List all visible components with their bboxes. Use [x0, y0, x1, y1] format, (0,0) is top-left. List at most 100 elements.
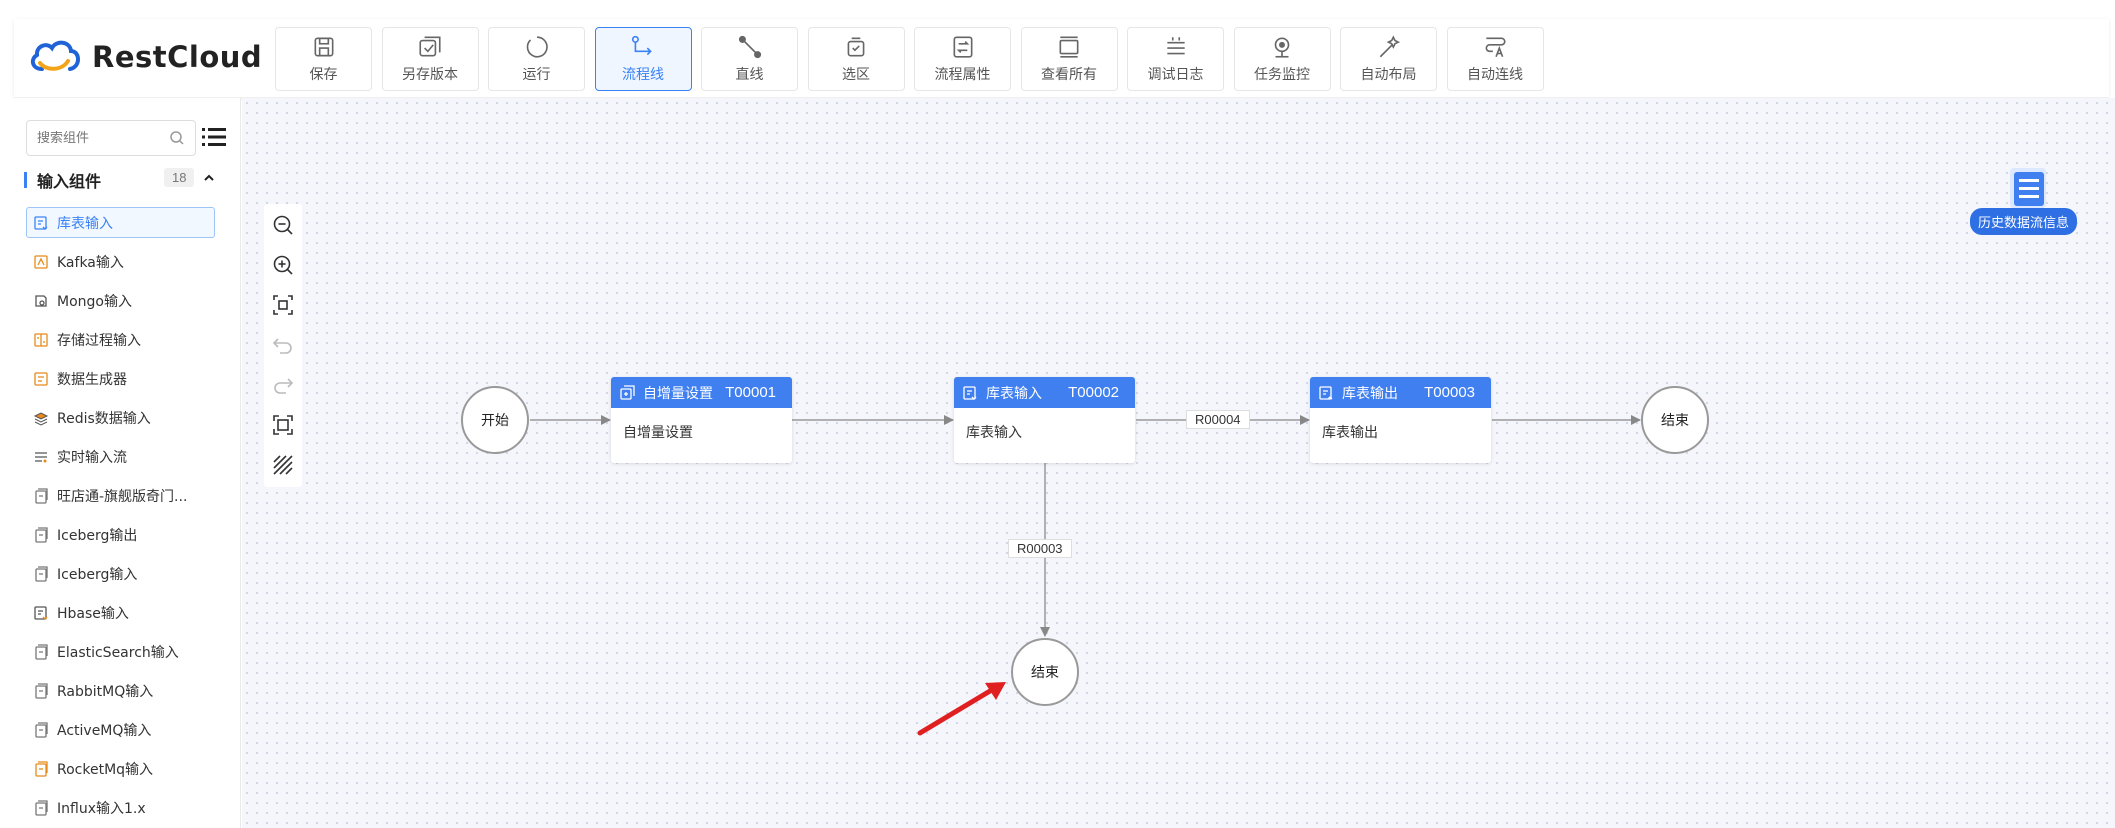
component-item[interactable]: 库表输入 — [26, 207, 215, 238]
increment-icon — [620, 384, 635, 400]
group-accent-bar — [24, 172, 27, 188]
history-dataflow-widget[interactable]: 历史数据流信息 — [1968, 168, 2086, 235]
save-button[interactable]: 保存 — [275, 27, 372, 91]
component-item[interactable]: 数据生成器 — [26, 363, 215, 394]
auto-connect-label: 自动连线 — [1467, 67, 1523, 83]
component-item[interactable]: 实时输入流 — [26, 441, 215, 472]
component-label: Hbase输入 — [57, 605, 129, 622]
component-label: Influx输入1.x — [57, 800, 146, 817]
fit-view-icon[interactable] — [272, 294, 294, 316]
edge-label-r00003[interactable]: R00003 — [1008, 539, 1072, 558]
auto-layout-icon — [1379, 35, 1400, 58]
table-input-icon — [34, 215, 48, 230]
component-item[interactable]: 存储过程输入 — [26, 324, 215, 355]
chevron-up-icon[interactable] — [202, 171, 216, 185]
input-group-header[interactable]: 输入组件 18 — [24, 168, 224, 192]
task-node-t1[interactable]: 自增量设置 T00001 自增量设置 — [611, 377, 792, 463]
component-label: 实时输入流 — [57, 449, 127, 466]
view-all-button[interactable]: 查看所有 — [1020, 27, 1118, 91]
search-input[interactable] — [37, 130, 167, 146]
redo-icon[interactable] — [272, 374, 294, 396]
save-version-button[interactable]: 另存版本 — [381, 27, 479, 91]
component-label: 旺店通-旗舰版奇门... — [57, 488, 188, 505]
run-button[interactable]: 运行 — [488, 27, 585, 91]
task-header: 自增量设置 T00001 — [611, 377, 792, 408]
debug-log-button[interactable]: 调试日志 — [1127, 27, 1224, 91]
search-icon[interactable] — [169, 130, 185, 146]
run-icon — [526, 36, 548, 58]
component-label: Iceberg输入 — [57, 566, 138, 583]
straight-line-button[interactable]: 直线 — [701, 27, 798, 91]
task-body: 库表输出 — [1322, 425, 1378, 441]
end-node[interactable]: 结束 — [1641, 386, 1709, 454]
database-icon — [2010, 168, 2046, 208]
component-label: 数据生成器 — [57, 371, 127, 388]
document-icon — [35, 643, 48, 660]
flow-line-button[interactable]: 流程线 — [594, 27, 692, 91]
zoom-in-icon[interactable] — [272, 254, 294, 276]
component-item[interactable]: Influx输入1.x — [26, 792, 215, 823]
auto-layout-button[interactable]: 自动布局 — [1340, 27, 1437, 91]
task-monitor-button[interactable]: 任务监控 — [1233, 27, 1331, 91]
group-count-badge: 18 — [164, 168, 195, 187]
edge-label-r00004[interactable]: R00004 — [1186, 410, 1250, 429]
task-node-t2[interactable]: 库表输入 T00002 库表输入 — [954, 377, 1135, 463]
component-label: 库表输入 — [57, 215, 113, 232]
stored-procedure-icon — [34, 332, 48, 347]
list-view-icon[interactable] — [202, 126, 226, 148]
realtime-stream-icon — [35, 451, 47, 462]
task-monitor-icon — [1274, 37, 1290, 58]
cloud-logo-icon — [30, 40, 80, 71]
toolbar: 保存 另存版本 运行 流程线 直线 选区 流程属性 查看所有 — [275, 27, 1553, 91]
document-icon — [35, 526, 48, 543]
document-icon — [35, 721, 48, 738]
straight-line-icon — [738, 35, 761, 59]
component-item[interactable]: Kafka输入 — [26, 246, 215, 277]
document-icon — [35, 682, 48, 699]
component-item[interactable]: Iceberg输出 — [26, 519, 215, 550]
task-header: 库表输出 T00003 — [1310, 377, 1491, 408]
auto-connect-button[interactable]: 自动连线 — [1446, 27, 1544, 91]
task-id: T00001 — [725, 384, 776, 401]
component-item[interactable]: ActiveMQ输入 — [26, 714, 215, 745]
task-id: T00002 — [1068, 384, 1119, 401]
component-label: RocketMq输入 — [57, 761, 154, 778]
actual-size-icon[interactable] — [272, 414, 294, 436]
save-version-label: 另存版本 — [402, 67, 458, 83]
component-label: Redis数据输入 — [57, 410, 151, 427]
flow-properties-button[interactable]: 流程属性 — [914, 27, 1011, 91]
grid-toggle-icon[interactable] — [272, 454, 294, 476]
component-label: ElasticSearch输入 — [57, 644, 179, 661]
component-item[interactable]: RocketMq输入 — [26, 753, 215, 784]
component-item[interactable]: Redis数据输入 — [26, 402, 215, 433]
flow-canvas[interactable] — [242, 98, 2115, 828]
task-header: 库表输入 T00002 — [954, 377, 1135, 408]
document-icon — [35, 487, 48, 504]
straight-line-label: 直线 — [735, 67, 764, 83]
selection-button[interactable]: 选区 — [807, 27, 905, 91]
undo-icon[interactable] — [272, 334, 294, 356]
task-node-t3[interactable]: 库表输出 T00003 库表输出 — [1310, 377, 1491, 463]
data-generator-icon — [34, 371, 48, 386]
document-icon — [35, 799, 48, 816]
kafka-icon — [34, 254, 48, 269]
view-all-label: 查看所有 — [1041, 67, 1097, 83]
flow-properties-icon — [953, 36, 972, 58]
zoom-toolbar — [264, 204, 302, 487]
component-item[interactable]: ElasticSearch输入 — [26, 636, 215, 667]
task-name: 自增量设置 — [643, 385, 713, 402]
component-item[interactable]: Iceberg输入 — [26, 558, 215, 589]
end-node-branch[interactable]: 结束 — [1011, 638, 1079, 706]
flow-line-label: 流程线 — [622, 67, 664, 83]
history-label: 历史数据流信息 — [1970, 208, 2078, 235]
component-item[interactable]: Hbase输入 — [26, 597, 215, 628]
component-item[interactable]: RabbitMQ输入 — [26, 675, 215, 706]
component-label: Kafka输入 — [57, 254, 124, 271]
component-item[interactable]: 旺店通-旗舰版奇门... — [26, 480, 215, 511]
component-list: 库表输入 Kafka输入 Mongo输入 存储过程输入 数据生成器 Redis数… — [26, 207, 215, 828]
view-all-icon — [1059, 36, 1079, 58]
zoom-out-icon[interactable] — [272, 214, 294, 236]
top-header: RestCloud 保存 另存版本 运行 流程线 直线 选区 流程属性 — [14, 19, 2109, 98]
start-node[interactable]: 开始 — [461, 386, 529, 454]
component-item[interactable]: Mongo输入 — [26, 285, 215, 316]
